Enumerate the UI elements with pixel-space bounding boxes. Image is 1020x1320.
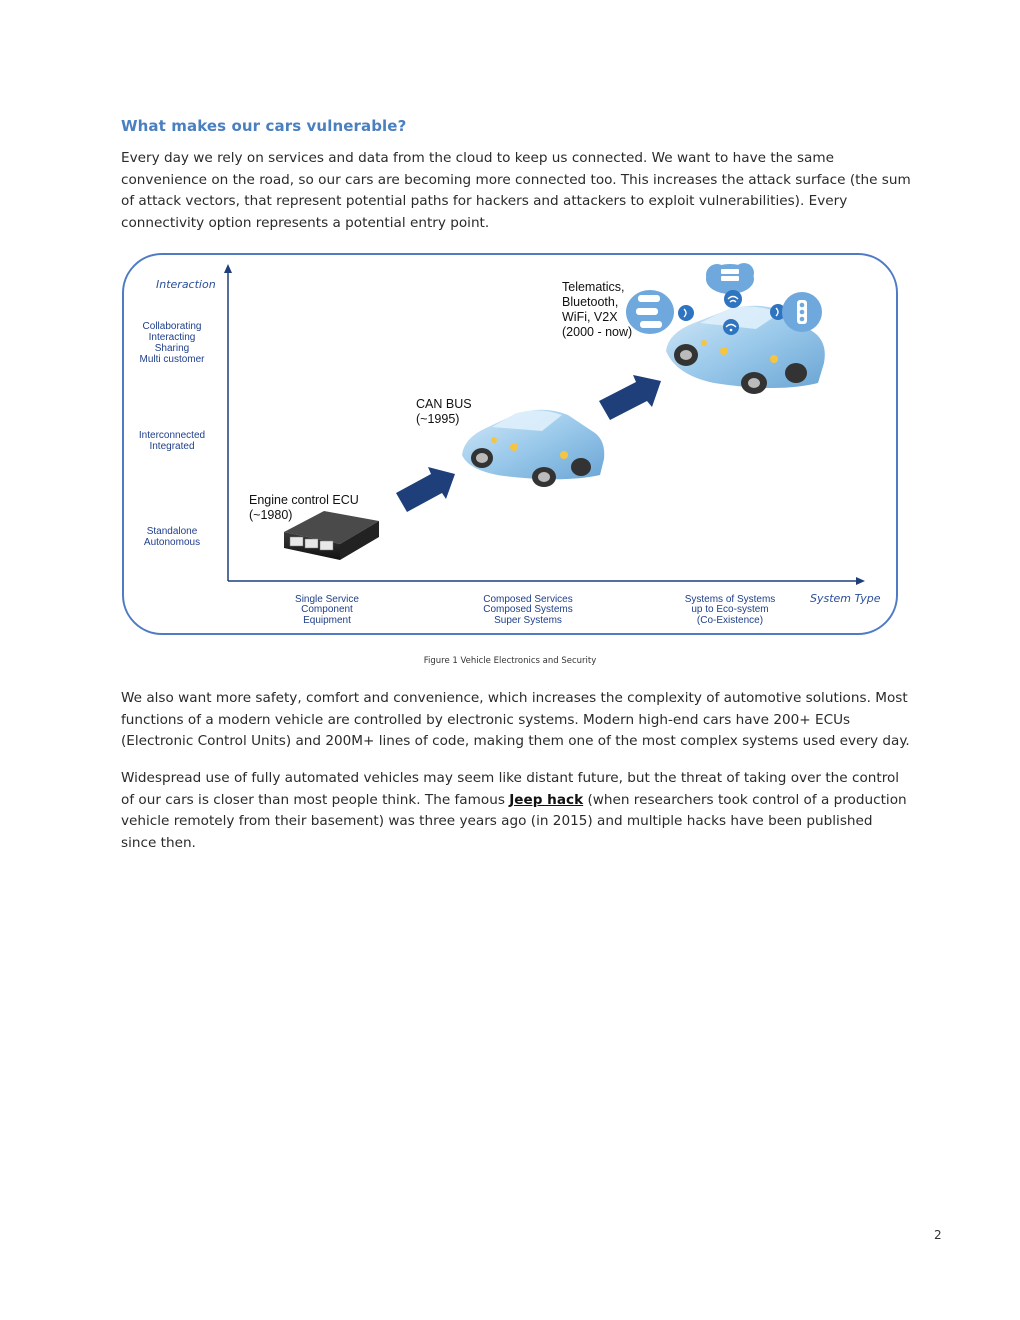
y-level-label: Integrated xyxy=(149,441,194,452)
x-level-label: Systems of Systems xyxy=(685,594,776,605)
y-level-label: Autonomous xyxy=(144,537,200,548)
x-axis xyxy=(228,577,865,585)
x-level-label: Equipment xyxy=(303,615,351,626)
traffic-light-icon xyxy=(782,292,822,332)
x-level-label: Super Systems xyxy=(494,615,562,626)
y-level-middle: Interconnected Integrated xyxy=(139,430,205,452)
paragraph-text: Widespread use of fully automated vehicl… xyxy=(121,770,900,808)
complexity-paragraph: We also want more safety, comfort and co… xyxy=(121,690,910,750)
stage-label-line: (2000 - now) xyxy=(562,325,632,339)
x-level-label: Composed Systems xyxy=(483,604,572,615)
paragraph-text: (when researchers took control of a prod… xyxy=(121,791,907,851)
x-axis-title: System Type xyxy=(810,592,881,605)
x-level-label: (Co-Existence) xyxy=(697,615,763,626)
figure-caption: Figure 1 Vehicle Electronics and Securit… xyxy=(423,656,597,666)
stage-label-line: Telematics, xyxy=(562,280,625,294)
broadcast-icon xyxy=(678,305,694,321)
y-level-label: Standalone xyxy=(147,526,198,537)
y-level-label: Collaborating xyxy=(143,321,202,332)
y-level-bottom: Standalone Autonomous xyxy=(144,526,200,548)
x-level-center: Composed Services Composed Systems Super… xyxy=(483,594,572,626)
x-level-label: Composed Services xyxy=(483,594,572,605)
wireless-signal-icon xyxy=(724,290,742,308)
y-level-label: Multi customer xyxy=(139,354,205,365)
page-number: 2 xyxy=(934,1228,942,1242)
stage-label-line: Engine control ECU xyxy=(249,493,359,507)
stage-label-line: (~1980) xyxy=(249,508,292,522)
stage-label-line: WiFi, V2X xyxy=(562,310,618,324)
bluetooth-signal-icon xyxy=(770,304,786,320)
progress-arrow-2 xyxy=(599,375,661,420)
stage-label-line: (~1995) xyxy=(416,412,459,426)
x-level-left: Single Service Component Equipment xyxy=(295,594,359,626)
stage-ecu-label: Engine control ECU (~1980) xyxy=(249,493,359,522)
can-bus-car-image xyxy=(462,409,605,487)
y-level-label: Interconnected xyxy=(139,430,205,441)
intro-paragraph: Every day we rely on services and data f… xyxy=(121,150,911,231)
connected-vehicles-icon xyxy=(626,290,674,334)
y-axis-title: Interaction xyxy=(156,278,216,291)
stage-telematics-label: Telematics, Bluetooth, WiFi, V2X (2000 -… xyxy=(562,280,632,339)
cloud-server-icon xyxy=(706,263,754,294)
y-level-top: Collaborating Interacting Sharing Multi … xyxy=(139,321,205,365)
y-level-label: Interacting xyxy=(149,332,196,343)
progress-arrow-1 xyxy=(396,467,455,512)
figure-canvas: Interaction System Type Collaborating In… xyxy=(139,263,881,626)
stage-label-line: CAN BUS xyxy=(416,397,472,411)
section-heading: What makes our cars vulnerable? xyxy=(121,117,407,135)
stage-can-label: CAN BUS (~1995) xyxy=(416,397,472,426)
x-level-label: Single Service xyxy=(295,594,359,605)
x-level-right: Systems of Systems up to Eco-system (Co-… xyxy=(685,594,776,626)
x-level-label: up to Eco-system xyxy=(691,604,768,615)
x-level-label: Component xyxy=(301,604,353,615)
ecu-unit-image xyxy=(284,511,379,560)
jeep-hack-paragraph: Widespread use of fully automated vehicl… xyxy=(121,768,911,854)
connected-car-image xyxy=(666,305,825,394)
y-level-label: Sharing xyxy=(155,343,189,354)
wifi-icon xyxy=(723,319,739,335)
vehicle-electronics-figure: Interaction System Type Collaborating In… xyxy=(122,253,898,635)
jeep-hack-link[interactable]: Jeep hack xyxy=(509,791,584,808)
stage-label-line: Bluetooth, xyxy=(562,295,618,309)
y-axis xyxy=(224,264,232,581)
